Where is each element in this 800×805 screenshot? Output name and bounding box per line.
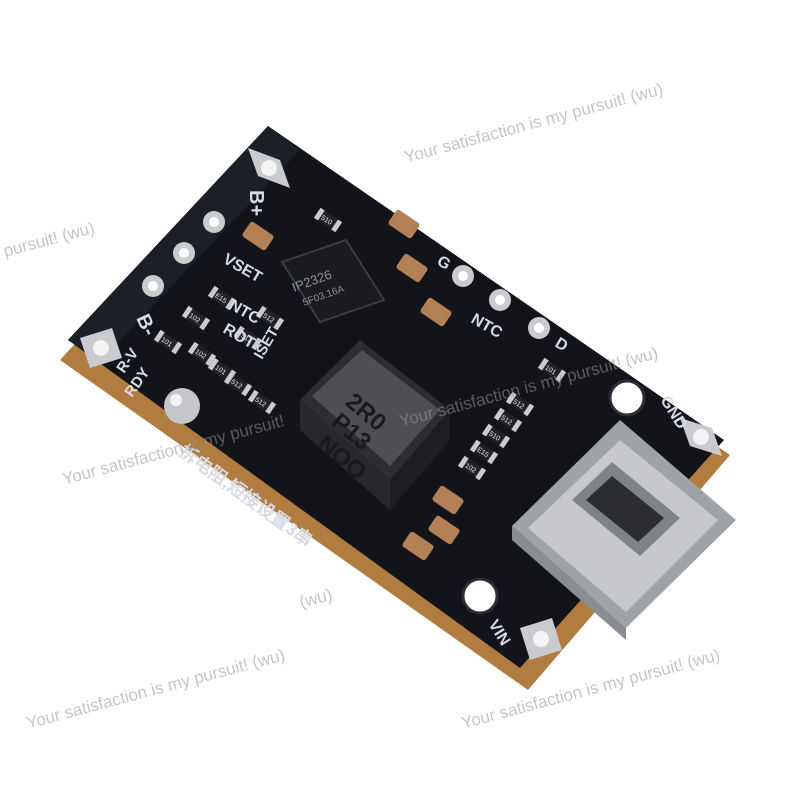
- smd-resistor: 512: [223, 371, 253, 397]
- header-pad: [452, 265, 474, 287]
- smd-capacitor: [402, 531, 434, 561]
- header-pad: [489, 289, 511, 311]
- mounting-pad-left: [80, 328, 122, 368]
- smd-capacitor: [242, 221, 274, 251]
- smd-resistor: 102: [457, 455, 487, 481]
- smd-resistor: 512: [247, 389, 277, 415]
- header-pad: [173, 242, 195, 264]
- smd-capacitor: [396, 253, 428, 283]
- header-pad: [528, 317, 550, 339]
- power-inductor: 2R0 P13 NOO: [300, 340, 450, 510]
- solder-blob: [164, 388, 200, 424]
- smd-resistor: 512: [493, 407, 523, 433]
- smd-capacitor: [428, 515, 460, 545]
- header-pads-left: [142, 211, 225, 297]
- smd-resistor: 101: [153, 329, 183, 355]
- smd-resistor: 102: [187, 341, 217, 367]
- header-pad: [203, 211, 225, 233]
- ic-chip: IP2326 5F03.16A: [280, 238, 386, 324]
- smd-resistor: 102: [181, 305, 211, 331]
- mounting-hole-bottom: [461, 577, 499, 615]
- header-pads-right: [452, 265, 550, 339]
- smd-resistor: 510: [481, 423, 511, 449]
- header-pad: [142, 275, 164, 297]
- pin-label-bplus: B+: [245, 190, 267, 216]
- smd-capacitor: [388, 209, 420, 239]
- smd-resistor: 512: [505, 391, 535, 417]
- smd-resistor: 512: [255, 305, 285, 331]
- mounting-pad-bottom: [520, 618, 562, 660]
- usb-type-c-icon: [512, 420, 736, 640]
- smd-resistor: 513: [233, 325, 263, 351]
- smd-capacitor: [420, 297, 452, 327]
- mounting-pad-top: [248, 148, 290, 188]
- mounting-pad-right-top: [680, 418, 722, 456]
- smd-resistor: 101: [537, 357, 567, 383]
- mounting-hole-right: [608, 379, 646, 417]
- smd-capacitor: [432, 485, 464, 515]
- smd-resistor: 510: [313, 207, 343, 233]
